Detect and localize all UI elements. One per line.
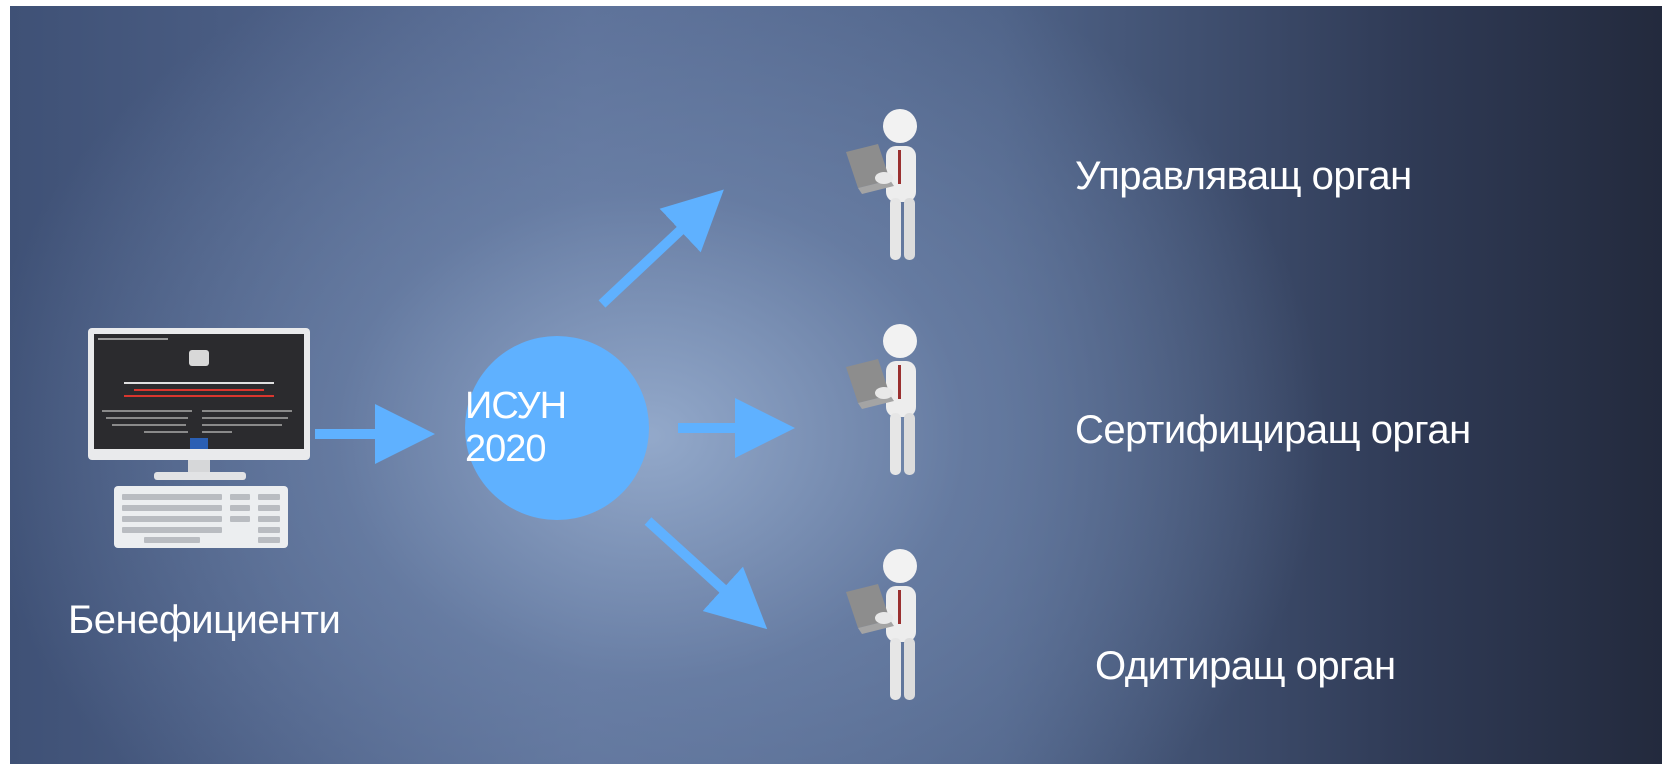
source-label: Бенефициенти — [68, 598, 341, 642]
arrows-layer — [315, 189, 795, 630]
monitor — [88, 328, 310, 460]
hub-circle: ИСУН 2020 — [465, 336, 649, 520]
arrow-hub-to-auditing — [644, 517, 768, 630]
person-laptop-icon — [846, 324, 917, 475]
keyboard — [114, 486, 288, 548]
target-label-managing: Управляващ орган — [1075, 154, 1412, 198]
monitor-screen — [94, 334, 304, 449]
target-label-certifying: Сертифициращ орган — [1075, 408, 1471, 452]
target-label-auditing: Одитиращ орган — [1095, 644, 1396, 688]
arrow-hub-to-managing — [598, 189, 724, 308]
diagram-canvas: Бенефициенти ИСУН 2020 Управляващ орган … — [10, 6, 1662, 764]
monitor-base — [154, 472, 246, 480]
monitor-stand — [188, 460, 210, 474]
person-laptop-icon — [846, 109, 917, 260]
person-laptop-icon — [846, 549, 917, 700]
computer-icon — [88, 328, 313, 553]
hub-label: ИСУН 2020 — [465, 385, 567, 470]
